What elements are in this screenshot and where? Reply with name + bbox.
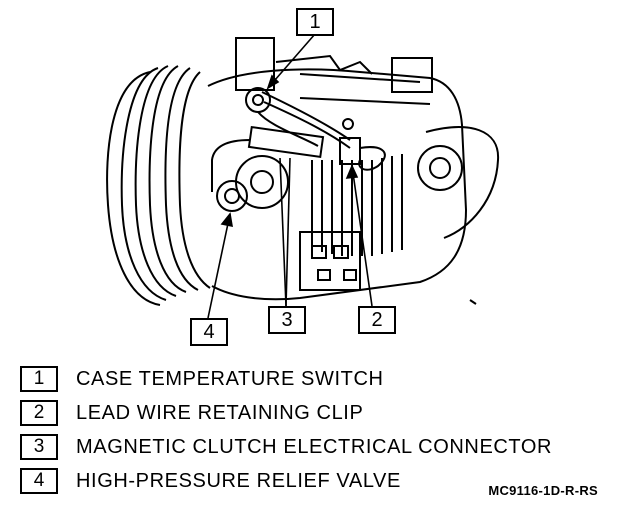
- retaining-clip: [339, 137, 361, 165]
- legend-number: 2: [20, 400, 58, 426]
- legend-label: LEAD WIRE RETAINING CLIP: [76, 401, 364, 424]
- top-bracket-left: [235, 37, 275, 91]
- legend-label: HIGH-PRESSURE RELIEF VALVE: [76, 469, 401, 492]
- compressor-illustration: [106, 33, 500, 319]
- legend-row: 3 MAGNETIC CLUTCH ELECTRICAL CONNECTOR: [20, 430, 552, 464]
- legend: 1 CASE TEMPERATURE SWITCH 2 LEAD WIRE RE…: [20, 362, 552, 498]
- top-bracket-right: [391, 57, 433, 93]
- legend-row: 4 HIGH-PRESSURE RELIEF VALVE: [20, 464, 552, 498]
- callout-3: 3: [268, 306, 306, 334]
- right-port: [417, 145, 463, 191]
- compressor-diagram: 1 2 3 4: [106, 8, 500, 346]
- leader-lines: [207, 33, 373, 319]
- legend-number: 1: [20, 366, 58, 392]
- clutch-connector: [247, 125, 325, 159]
- legend-number: 4: [20, 468, 58, 494]
- callout-1: 1: [296, 8, 334, 36]
- lead-wire: [261, 91, 351, 141]
- clutch-pulley: [106, 71, 161, 306]
- legend-row: 2 LEAD WIRE RETAINING CLIP: [20, 396, 552, 430]
- high-pressure-relief-valve: [216, 180, 248, 212]
- case-temperature-switch: [245, 87, 271, 113]
- legend-row: 1 CASE TEMPERATURE SWITCH: [20, 362, 552, 396]
- compressor-body: [207, 68, 468, 301]
- legend-number: 3: [20, 434, 58, 460]
- legend-label: MAGNETIC CLUTCH ELECTRICAL CONNECTOR: [76, 435, 553, 458]
- figure-code: MC9116-1D-R-RS: [488, 483, 598, 498]
- legend-label: CASE TEMPERATURE SWITCH: [76, 367, 384, 390]
- left-port: [235, 155, 289, 209]
- callout-2: 2: [358, 306, 396, 334]
- callout-4: 4: [190, 318, 228, 346]
